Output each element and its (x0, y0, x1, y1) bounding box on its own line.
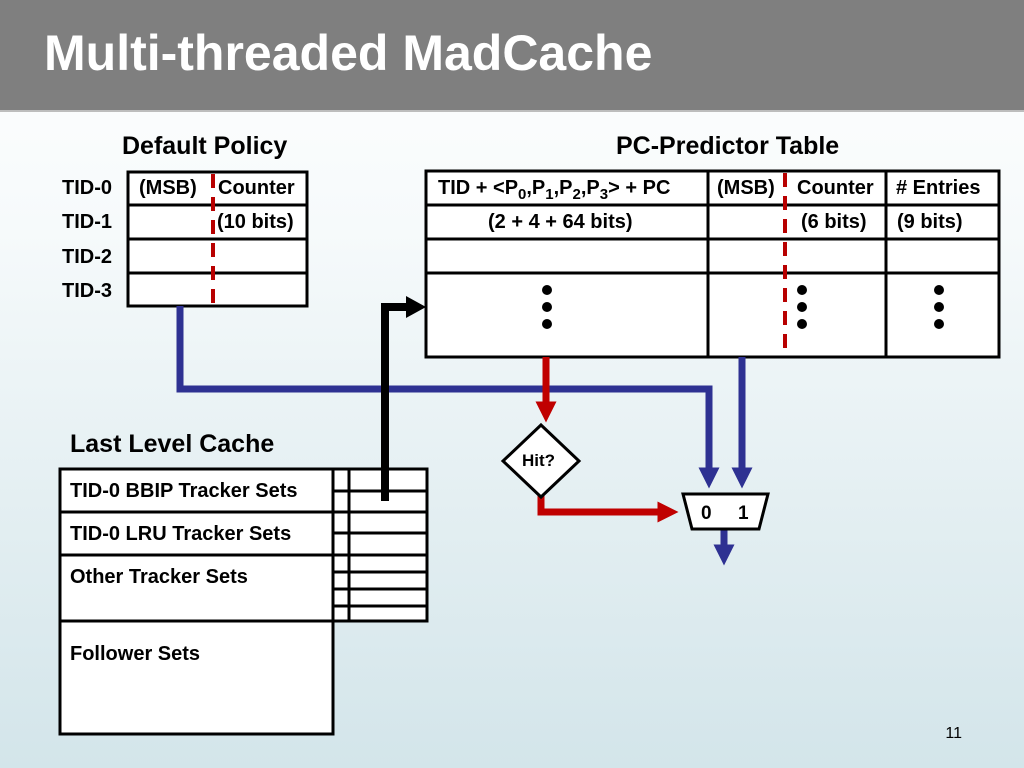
policy-row-label-tid3: TID-3 (62, 280, 112, 302)
llc-row-bbip: TID-0 BBIP Tracker Sets (70, 480, 298, 502)
policy-msb-label: (MSB) (139, 177, 197, 199)
pc-table-heading: PC-Predictor Table (616, 132, 840, 160)
mux-input-1-label: 1 (738, 503, 749, 524)
pc-msb-label: (MSB) (717, 177, 775, 199)
hit-label: Hit? (522, 451, 556, 470)
default-policy-heading: Default Policy (122, 132, 288, 160)
llc-row-lru: TID-0 LRU Tracker Sets (70, 523, 292, 545)
pc-counter-bits: (6 bits) (801, 211, 867, 233)
slide-title: Multi-threaded MadCache (44, 25, 653, 81)
mux-input-0-label: 0 (701, 503, 712, 524)
pc-key-bits: (2 + 4 + 64 bits) (488, 211, 633, 233)
policy-row-label-tid1: TID-1 (62, 211, 112, 233)
mux-trapezoid (681, 492, 770, 531)
llc-row-follower: Follower Sets (70, 643, 201, 665)
policy-counter-label: Counter (218, 177, 295, 199)
default-policy-table (126, 170, 309, 308)
policy-to-mux-wire (176, 306, 720, 489)
llc-to-pc-arrowhead (406, 296, 426, 318)
page-number: 11 (945, 725, 962, 742)
llc-row-other: Other Tracker Sets (70, 566, 248, 588)
hit-to-mux-wire (537, 493, 679, 523)
title-bar: Multi-threaded MadCache (0, 0, 1024, 112)
hit-decision-diamond (500, 422, 582, 500)
llc-to-pc-wire (381, 303, 410, 501)
policy-row-label-tid2: TID-2 (62, 246, 112, 268)
pc-counter-label: Counter (797, 177, 874, 199)
policy-row-label-tid0: TID-0 (62, 177, 112, 199)
pc-entries-label: # Entries (896, 177, 981, 199)
llc-heading: Last Level Cache (70, 430, 275, 458)
last-level-cache (58, 467, 429, 736)
pc-entries-bits: (9 bits) (897, 211, 963, 233)
pc-key-label: TID + <P0,P1,P2,P3> + PC (438, 177, 671, 203)
pc-predictor-table (424, 169, 1001, 359)
ellipsis-dots (542, 285, 944, 329)
policy-bits-label: (10 bits) (217, 211, 294, 233)
